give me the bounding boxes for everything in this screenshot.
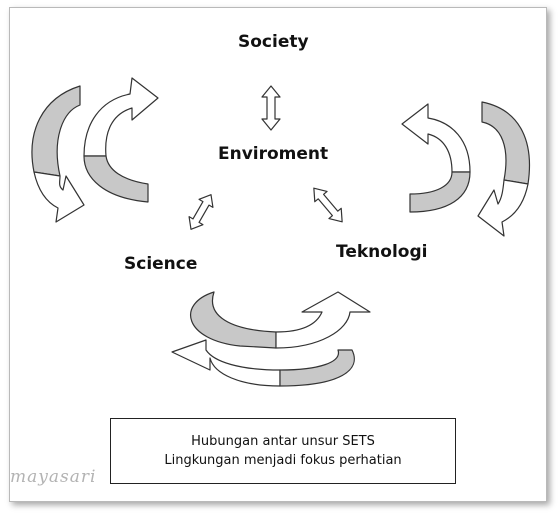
node-environment: Enviroment [218, 144, 329, 164]
cycle-arrows-left [31, 77, 159, 223]
cycle-arrow-bottom-grey-lower [279, 349, 355, 387]
caption-line-2: Lingkungan menjadi fokus perhatian [164, 453, 402, 468]
watermark-signature: mayasari [10, 467, 97, 487]
caption-line-1: Hubungan antar unsur SETS [191, 434, 375, 449]
double-arrow-environment-science [188, 194, 214, 230]
caption-box: Hubungan antar unsur SETS Lingkungan men… [110, 418, 456, 484]
cycle-arrow-right-grey-upper [481, 101, 531, 185]
node-society: Society [238, 32, 309, 52]
cycle-arrow-left-white-down [33, 171, 85, 223]
cycle-arrows-bottom [171, 291, 371, 387]
double-arrow-environment-technology [313, 187, 343, 223]
cycle-arrow-right-white-up [401, 103, 471, 173]
cycle-arrow-bottom-grey-upper [190, 291, 277, 349]
node-technology: Teknologi [336, 242, 428, 262]
cycle-arrow-right-white-down [477, 179, 529, 237]
cycle-arrow-bottom-white-right [275, 291, 371, 349]
cycle-arrows-right [401, 101, 531, 237]
cycle-arrow-right-grey-lower [409, 171, 471, 213]
double-arrow-society-environment [261, 85, 281, 131]
cycle-arrow-left-white-up [83, 77, 159, 157]
cycle-arrow-left-grey-lower [83, 155, 149, 203]
cycle-arrow-left-grey [31, 85, 81, 177]
node-science: Science [124, 254, 198, 274]
cycle-arrow-bottom-white-left [171, 339, 281, 387]
